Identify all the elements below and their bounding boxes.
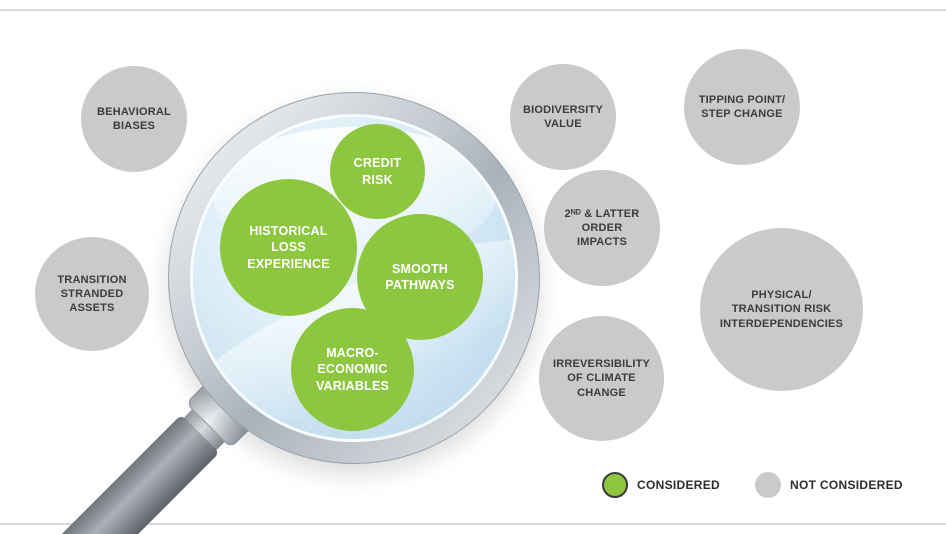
bubble-label: TIPPING POINT/ STEP CHANGE: [698, 93, 786, 120]
top-border-line: [0, 9, 946, 11]
not-considered-legend-label: NOT CONSIDERED: [790, 478, 903, 492]
bubble-label: BIODIVERSITY VALUE: [522, 103, 604, 130]
considered-swatch-icon: [602, 472, 628, 498]
legend: CONSIDERED NOT CONSIDERED: [602, 472, 903, 498]
bubble-label: TRANSITION STRANDED ASSETS: [57, 273, 127, 315]
bubble-label: IRREVERSIBILITY OF CLIMATE CHANGE: [552, 358, 651, 399]
bubble-label: 2ᴺᴰ & LATTER ORDER IMPACTS: [564, 207, 640, 249]
bubble-tipping-point-step-change: TIPPING POINT/ STEP CHANGE: [684, 49, 800, 165]
bubble-irreversibility-of-climate-change: IRREVERSIBILITY OF CLIMATE CHANGE: [539, 316, 664, 441]
bubble-biodiversity-value: BIODIVERSITY VALUE: [510, 64, 616, 170]
bubble-historical-loss-experience: HISTORICAL LOSS EXPERIENCE: [220, 179, 357, 316]
not-considered-swatch-icon: [755, 472, 782, 498]
bubble-physical-transition-risk-interdependencies: PHYSICAL/ TRANSITION RISK INTERDEPENDENC…: [700, 228, 863, 391]
bottom-border-line: [0, 523, 946, 525]
bubble-label: CREDIT RISK: [353, 156, 402, 187]
bubble-transition-stranded-assets: TRANSITION STRANDED ASSETS: [35, 237, 149, 351]
bubble-label: MACRO- ECONOMIC VARIABLES: [315, 346, 390, 393]
bubble-behavioral-biases: BEHAVIORAL BIASES: [81, 66, 187, 172]
bubble-label: PHYSICAL/ TRANSITION RISK INTERDEPENDENC…: [719, 289, 844, 330]
bubble-label: BEHAVIORAL BIASES: [97, 105, 171, 132]
handle-shaft: [32, 414, 220, 534]
bubble-credit-risk: CREDIT RISK: [330, 124, 425, 219]
considered-legend-label: CONSIDERED: [637, 478, 721, 492]
bubble-label: HISTORICAL LOSS EXPERIENCE: [247, 224, 330, 271]
bubble-macro-economic-variables: MACRO- ECONOMIC VARIABLES: [291, 308, 414, 431]
bubble-second-and-latter-order-impacts: 2ᴺᴰ & LATTER ORDER IMPACTS: [544, 170, 660, 286]
bubble-label: SMOOTH PATHWAYS: [385, 261, 455, 292]
